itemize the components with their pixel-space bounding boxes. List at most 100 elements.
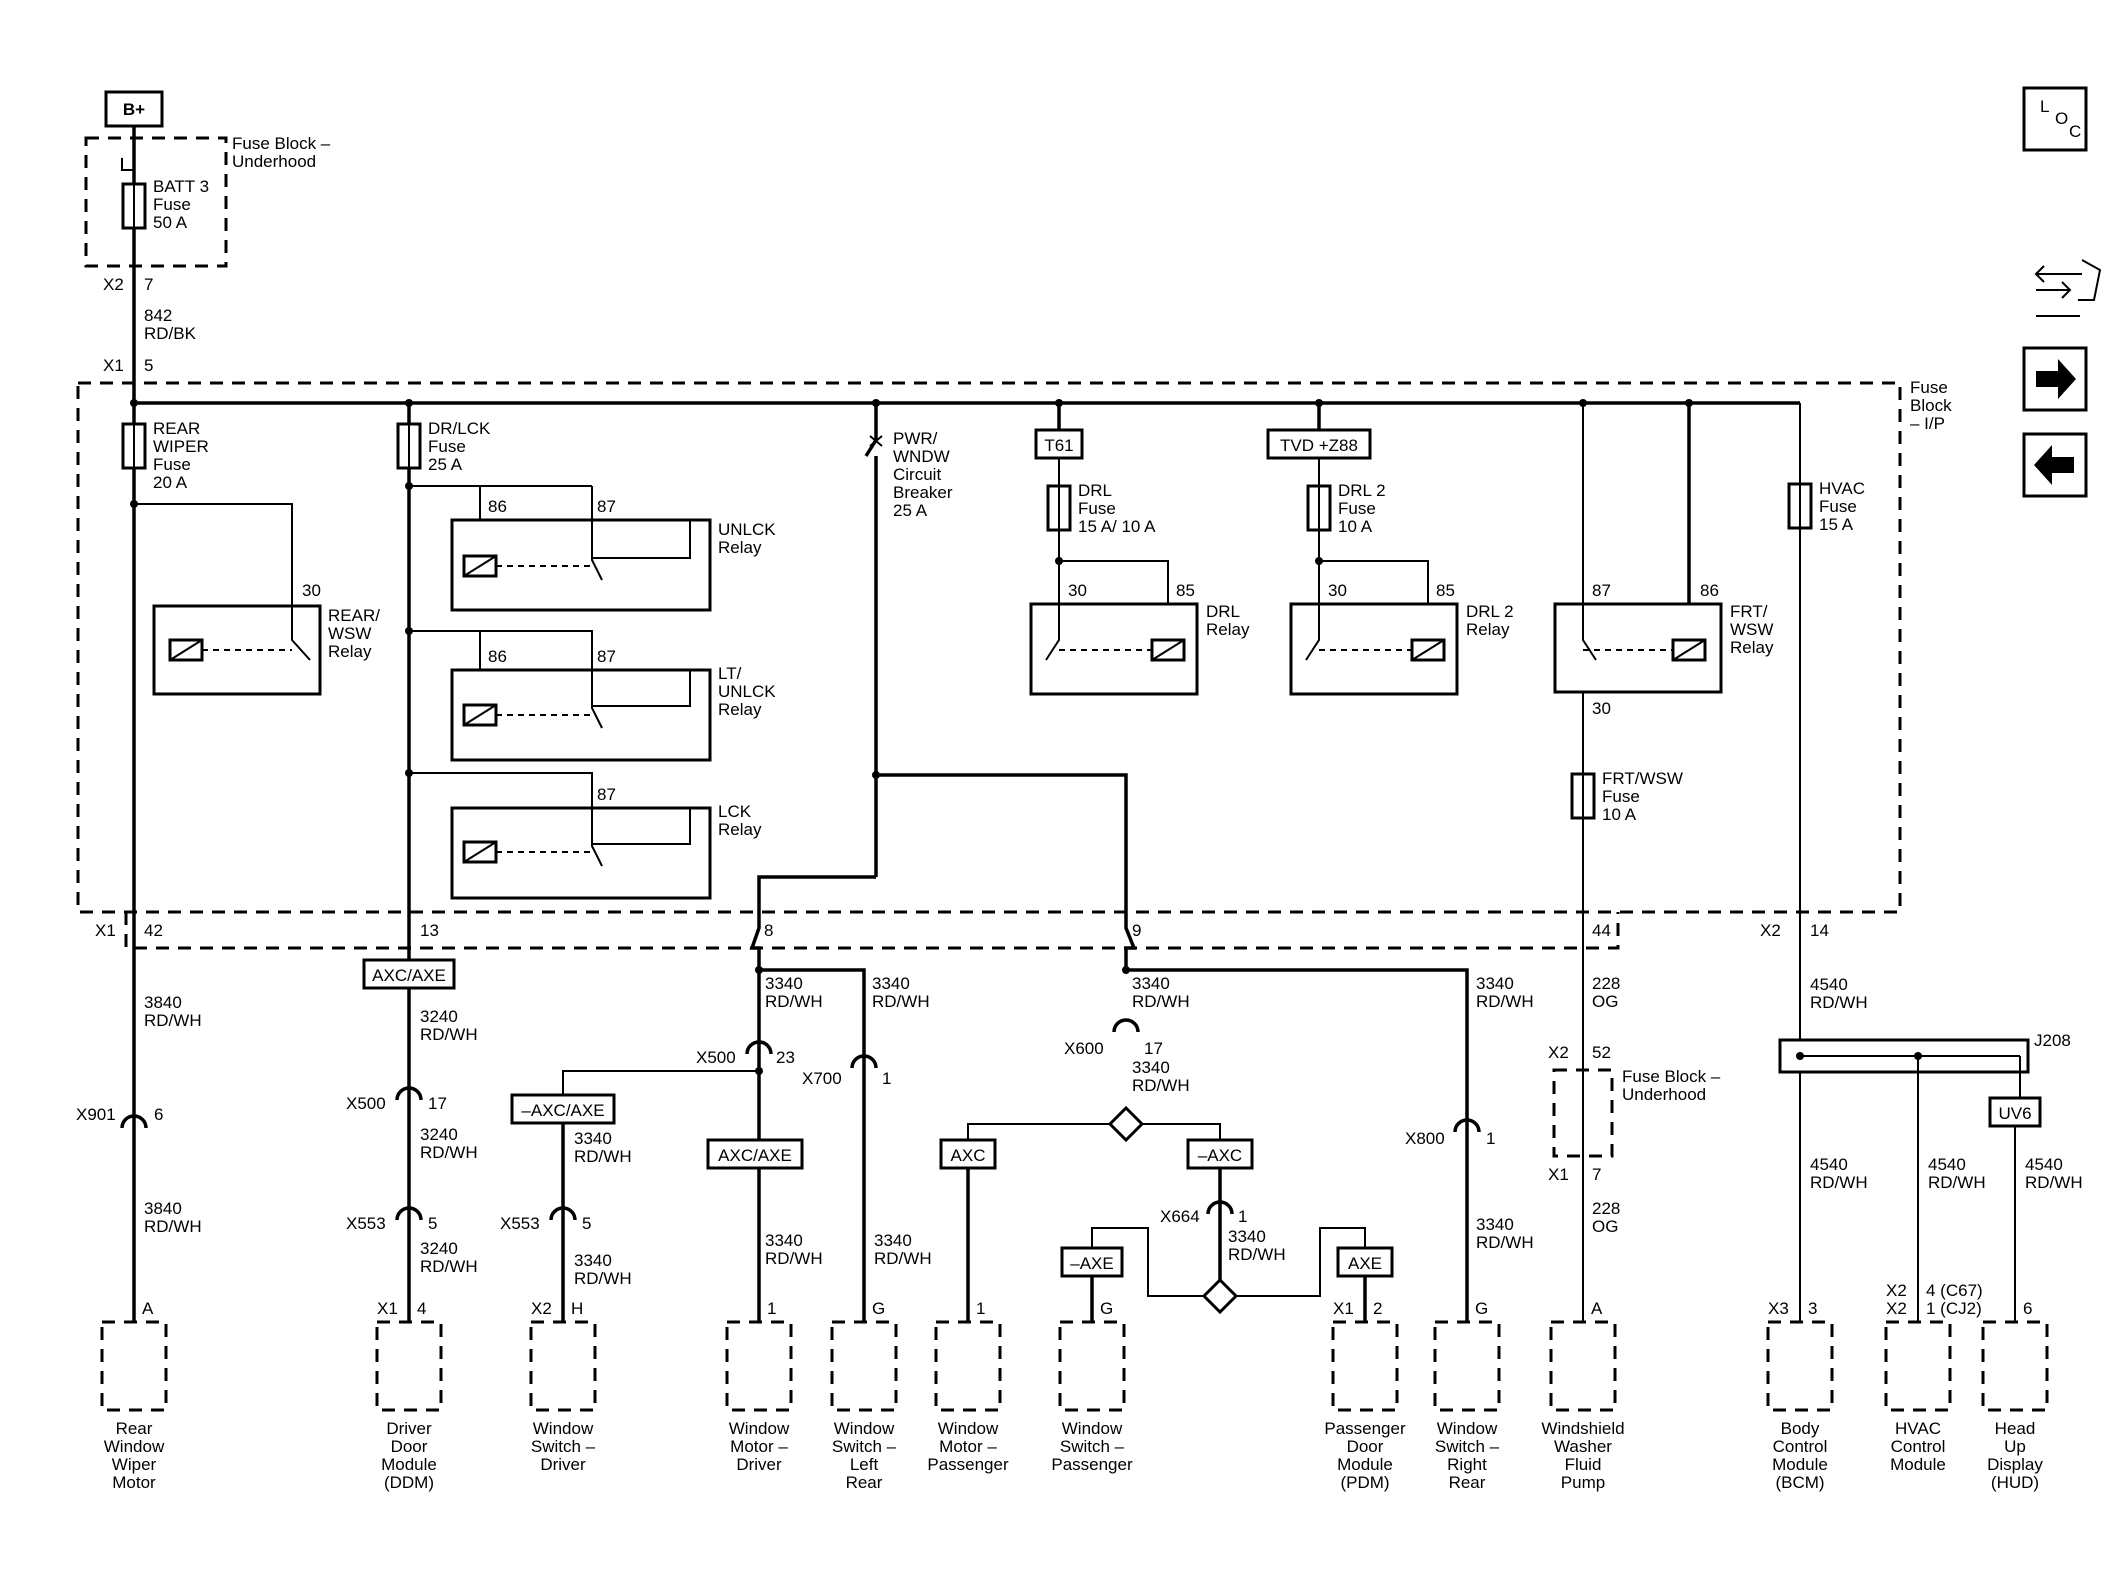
wire-3340-f-color: RD/WH	[574, 1269, 632, 1288]
component-conn-hvacm: X2	[1886, 1281, 1907, 1300]
component-name-bcm: (BCM)	[1775, 1473, 1824, 1492]
unlck-pin-86: 86	[488, 497, 507, 516]
component-row: ARearWindowWiperMotor4X1DriverDoorModule…	[100, 1281, 2049, 1492]
component-name-wslr: Window	[834, 1419, 895, 1438]
wire-3340-d: 3340	[1476, 974, 1514, 993]
wire-3340-b-color: RD/WH	[872, 992, 930, 1011]
component-pin-wsp: G	[1100, 1299, 1113, 1318]
component-box-rwwm	[100, 1320, 168, 1412]
drl2-circuit: TVD +Z88 DRL 2 Fuse 10 A 30 85 DRL 2 Rel…	[1266, 403, 1514, 696]
fuse-block-underhood	[84, 136, 228, 268]
x500-23-label: X500	[696, 1048, 736, 1067]
drl-fuse-rating: 15 A/ 10 A	[1078, 517, 1156, 536]
drl-fuse-word: Fuse	[1078, 499, 1116, 518]
component-pin-wsrr: G	[1475, 1299, 1488, 1318]
hvac-fuse-label: HVAC	[1819, 479, 1865, 498]
frt-wsw-pin-87: 87	[1592, 581, 1611, 600]
lt-unlck-pin-87: 87	[597, 647, 616, 666]
x553-5-b-pin: 5	[582, 1214, 591, 1233]
wire-3840-a: 3840	[144, 993, 182, 1012]
wire-3340-e-color: RD/WH	[574, 1147, 632, 1166]
drl-circuit: T61 DRL Fuse 15 A/ 10 A 30 85 DRL Relay	[1029, 403, 1250, 696]
wire-228-a: 228	[1592, 974, 1620, 993]
component-box-pdm	[1331, 1320, 1399, 1412]
pwr-wndw-label: PWR/	[893, 429, 938, 448]
loc-icon[interactable]: L O C	[2022, 86, 2088, 152]
front-washer-circuit: 87 86 FRT/ WSW Relay 30 FRT/WSW Fuse 10 …	[1548, 403, 1774, 1322]
underhood-label-2: Underhood	[232, 152, 316, 171]
component-name-ddm: Module	[381, 1455, 437, 1474]
fuse-block-ip: Fuse Block – I/P	[76, 378, 1952, 950]
rear-wiper-fuse-label: REAR	[153, 419, 200, 438]
component-name-wsd: Window	[533, 1419, 594, 1438]
component-name-pdm: Module	[1337, 1455, 1393, 1474]
wire-3340-j: 3340	[1228, 1227, 1266, 1246]
ip-connector-x1: X1	[103, 356, 124, 375]
component-name-hud: Head	[1995, 1419, 2036, 1438]
component-name-rwwm: Wiper	[112, 1455, 157, 1474]
drl2-pin-30: 30	[1328, 581, 1347, 600]
ip-label-1: Fuse	[1910, 378, 1948, 397]
component-name-wsrr: Switch –	[1435, 1437, 1500, 1456]
frt-wsw-pin-30: 30	[1592, 699, 1611, 718]
component-name-wwfp: Pump	[1561, 1473, 1605, 1492]
drl-fuse-label: DRL	[1078, 481, 1112, 500]
component-name-pdm: Passenger	[1324, 1419, 1406, 1438]
component-pin-wmd: 1	[767, 1299, 776, 1318]
wire-3240-b-color: RD/WH	[420, 1143, 478, 1162]
wire-3340-j-color: RD/WH	[1228, 1245, 1286, 1264]
drl2-pin-85: 85	[1436, 581, 1455, 600]
frt-wsw-relay-label-2: WSW	[1730, 620, 1773, 639]
tvd-z88-option: TVD +Z88	[1280, 436, 1358, 455]
previous-arrow-icon[interactable]	[2022, 432, 2088, 498]
wire-3240-b: 3240	[420, 1125, 458, 1144]
wire-3840-a-color: RD/WH	[144, 1011, 202, 1030]
wire-3340-c-color: RD/WH	[1132, 992, 1190, 1011]
next-arrow-icon[interactable]	[2022, 346, 2088, 412]
component-name-hvacm: HVAC	[1895, 1419, 1941, 1438]
x664-label: X664	[1160, 1207, 1200, 1226]
wire-3340-h-color: RD/WH	[874, 1249, 932, 1268]
wire-3340-b: 3340	[872, 974, 910, 993]
drl-pin-85: 85	[1176, 581, 1195, 600]
wire-3340-h: 3340	[874, 1231, 912, 1250]
x700-pin: 1	[882, 1069, 891, 1088]
drl2-fuse-word: Fuse	[1338, 499, 1376, 518]
x800-pin: 1	[1486, 1129, 1495, 1148]
component-name-wsp: Window	[1062, 1419, 1123, 1438]
component-name-ddm: Driver	[386, 1419, 432, 1438]
axc-option: AXC	[951, 1146, 986, 1165]
component-name-hvacm: Control	[1891, 1437, 1946, 1456]
underhood-connector: X2	[103, 275, 124, 294]
x700-label: X700	[802, 1069, 842, 1088]
batt3-fuse-label: BATT 3	[153, 177, 209, 196]
pwr-wndw-rating: 25 A	[893, 501, 928, 520]
component-name-pdm: (PDM)	[1340, 1473, 1389, 1492]
j208-label: J208	[2034, 1031, 2071, 1050]
component-name-wsrr: Window	[1437, 1419, 1498, 1438]
connector-tool-icon[interactable]	[2034, 259, 2102, 317]
loc-letter-o: O	[2055, 109, 2068, 128]
wire-3340-e: 3340	[574, 1129, 612, 1148]
x600-pin: 17	[1144, 1039, 1163, 1058]
wire-3240-c-color: RD/WH	[420, 1257, 478, 1276]
component-pin-pdm: 2	[1373, 1299, 1382, 1318]
hvac-fuse-rating: 15 A	[1819, 515, 1854, 534]
component-name-rwwm: Rear	[116, 1419, 153, 1438]
wire-3340-g-color: RD/WH	[765, 1249, 823, 1268]
component-name-wsd: Driver	[540, 1455, 586, 1474]
axe-option: AXE	[1348, 1254, 1382, 1273]
component-name-wmp: Window	[938, 1419, 999, 1438]
component-name-rwwm: Motor	[112, 1473, 156, 1492]
power-window-circuit: PWR/ WNDW Circuit Breaker 25 A 8 9 3340 …	[500, 403, 1534, 1322]
battery-feed: B+ Fuse Block – Underhood BATT 3 Fuse 50…	[84, 90, 331, 403]
component-name-bcm: Control	[1773, 1437, 1828, 1456]
component-box-hvacm	[1884, 1320, 1952, 1412]
ip-label-2: Block	[1910, 396, 1952, 415]
wire-3340-d-color: RD/WH	[1476, 992, 1534, 1011]
